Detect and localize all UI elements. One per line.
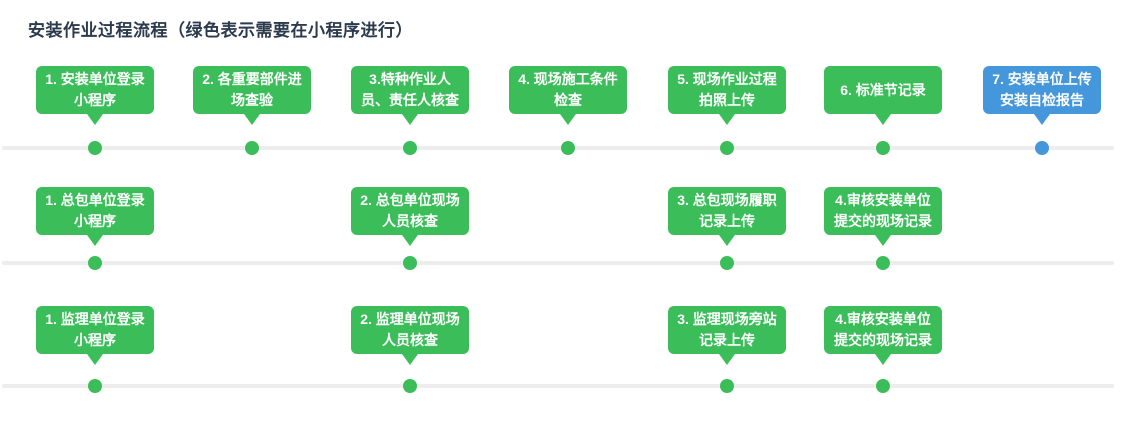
step-bubble: 4.审核安装单位 提交的现场记录: [824, 187, 942, 235]
timeline-dot: [403, 379, 417, 393]
timeline-dot: [876, 141, 890, 155]
timeline-dot: [876, 379, 890, 393]
timeline-dot: [403, 256, 417, 270]
timeline-line: [2, 384, 1114, 388]
timeline-dot: [876, 256, 890, 270]
page-title: 安装作业过程流程（绿色表示需要在小程序进行）: [28, 21, 413, 40]
step-bubble: 2. 各重要部件进 场查验: [193, 66, 311, 114]
timeline-dot: [403, 141, 417, 155]
step-bubble: 4.审核安装单位 提交的现场记录: [824, 306, 942, 354]
timeline-dot: [561, 141, 575, 155]
timeline-dot: [720, 141, 734, 155]
timeline-dot: [720, 256, 734, 270]
timeline-line: [2, 146, 1114, 150]
step-bubble: 2. 监理单位现场 人员核查: [351, 306, 469, 354]
step-bubble: 1. 安装单位登录 小程序: [36, 66, 154, 114]
timeline-dot: [720, 379, 734, 393]
step-bubble: 5. 现场作业过程 拍照上传: [668, 66, 786, 114]
step-bubble: 6. 标准节记录: [824, 66, 942, 114]
step-bubble: 3.特种作业人 员、责任人核查: [351, 66, 469, 114]
step-bubble: 4. 现场施工条件 检查: [509, 66, 627, 114]
timeline-dot: [245, 141, 259, 155]
step-bubble: 1. 监理单位登录 小程序: [36, 306, 154, 354]
timeline-line: [2, 261, 1114, 265]
step-bubble: 3. 总包现场履职 记录上传: [668, 187, 786, 235]
step-bubble: 2. 总包单位现场 人员核查: [351, 187, 469, 235]
timeline-dot: [88, 141, 102, 155]
step-bubble: 3. 监理现场旁站 记录上传: [668, 306, 786, 354]
step-bubble: 7. 安装单位上传 安装自检报告: [983, 66, 1101, 114]
timeline-dot: [88, 379, 102, 393]
timeline-dot: [1035, 141, 1049, 155]
timeline-dot: [88, 256, 102, 270]
step-bubble: 1. 总包单位登录 小程序: [36, 187, 154, 235]
